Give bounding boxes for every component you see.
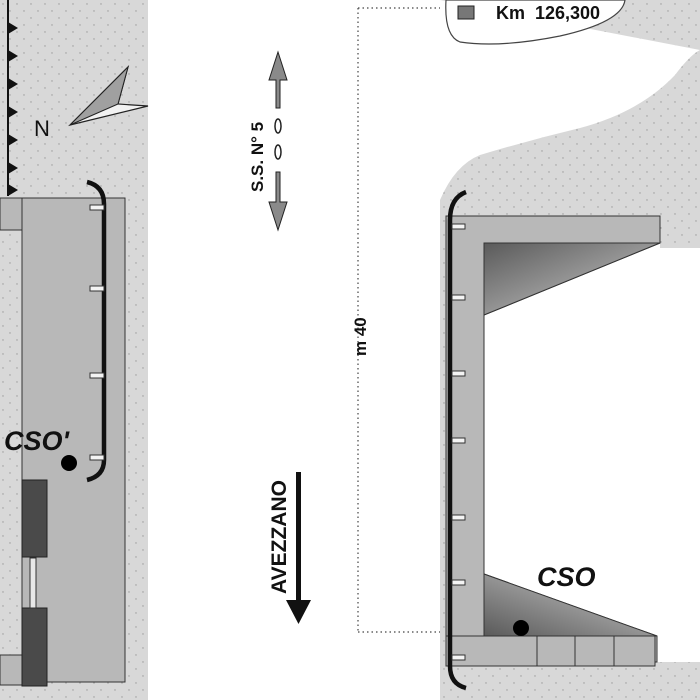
double-arrow-icon xyxy=(268,50,288,232)
km-bubble xyxy=(445,0,626,45)
left-bracket xyxy=(86,179,107,483)
right-building xyxy=(445,215,661,667)
right-bracket xyxy=(447,189,467,691)
dark-block-lower xyxy=(21,607,48,687)
station-left-label: CSO' xyxy=(4,426,71,456)
left-edge-markers xyxy=(8,22,18,196)
down-arrow-icon xyxy=(286,472,311,624)
left-building xyxy=(0,197,126,687)
north-label: N xyxy=(34,116,50,141)
distance-dimension xyxy=(357,7,440,633)
km-label: Km 126,300 xyxy=(496,3,600,23)
road-label: S.S. N° 5 xyxy=(248,122,267,192)
dark-block-upper xyxy=(21,479,48,558)
upper-wedge xyxy=(483,242,661,316)
station-left-marker xyxy=(61,455,77,471)
km-marker-icon xyxy=(457,5,475,20)
distance-label: m 40 xyxy=(351,317,370,356)
station-right-marker xyxy=(513,620,529,636)
north-arrow-icon xyxy=(68,64,149,127)
city-label: AVEZZANO xyxy=(268,480,291,594)
station-right-label: CSO xyxy=(537,562,596,592)
right-ground-area xyxy=(440,0,700,700)
